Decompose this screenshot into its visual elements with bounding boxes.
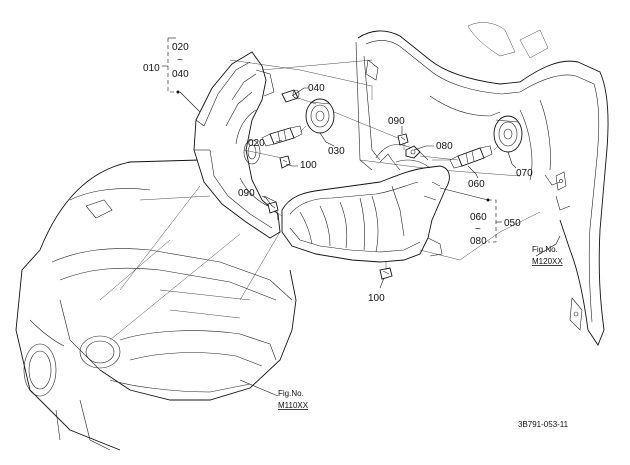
- cover-070: [493, 115, 523, 153]
- label-020-tilde: ~: [177, 55, 183, 66]
- left-headlight-assembly: [193, 51, 281, 239]
- right-headlight-assembly: [281, 144, 450, 263]
- label-050: 050: [504, 218, 521, 229]
- fig-model-left: M110XX: [278, 401, 309, 410]
- bolt-090-right: [397, 133, 409, 146]
- figure-references: Fig.No. M120XX Fig.No. M110XX 3B791-053-…: [278, 245, 569, 429]
- fig-label-right: Fig.No.: [532, 245, 558, 254]
- label-080: 080: [436, 141, 453, 152]
- cover-030: [305, 98, 335, 134]
- label-090-left: 090: [238, 188, 255, 199]
- callout-leaders: [162, 37, 561, 397]
- left-hood-panel: [15, 159, 297, 451]
- bulb-060: [449, 145, 493, 169]
- label-100-left: 100: [300, 160, 317, 171]
- fig-label-left: Fig.No.: [278, 389, 304, 398]
- part-number-labels: 010 020 ~ 040 040 020 030 100 090 090 08…: [143, 42, 533, 304]
- label-080-group: 080: [470, 236, 487, 247]
- label-040: 040: [308, 83, 325, 94]
- drawing-number: 3B791-053-11: [518, 420, 569, 429]
- label-070: 070: [516, 168, 533, 179]
- fig-model-right: M120XX: [532, 257, 563, 266]
- label-060-group: 060: [470, 212, 487, 223]
- bulb-020: [261, 125, 303, 147]
- label-060: 060: [468, 179, 485, 190]
- label-030: 030: [328, 146, 345, 157]
- label-020: 020: [172, 42, 189, 53]
- label-020-bulb: 020: [248, 138, 265, 149]
- nut-080: [405, 145, 421, 159]
- label-100-right: 100: [368, 293, 385, 304]
- label-010: 010: [143, 63, 160, 74]
- right-hood-panel: [355, 22, 609, 346]
- bolt-100-right: [379, 267, 393, 280]
- label-090-right: 090: [388, 116, 405, 127]
- socket-040: [281, 89, 300, 103]
- assembly-lines: [99, 59, 541, 341]
- bolt-100-left: [279, 155, 291, 169]
- label-040-group: 040: [172, 69, 189, 80]
- bolt-090-left: [267, 201, 279, 214]
- label-050-tilde: ~: [475, 224, 481, 235]
